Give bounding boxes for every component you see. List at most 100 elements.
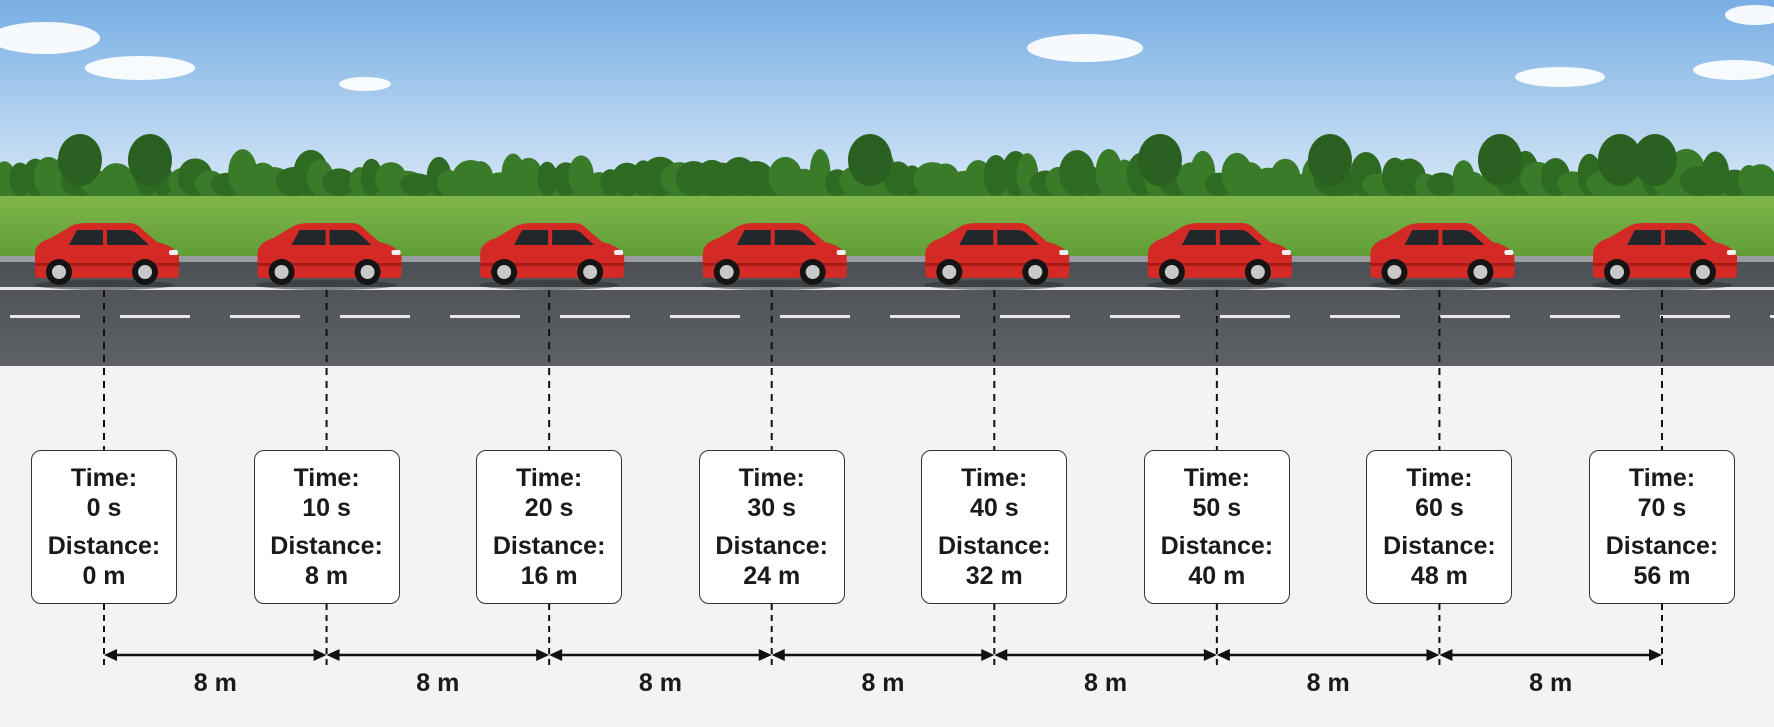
arrow-head-left-0 bbox=[104, 649, 117, 661]
car-hub-rear bbox=[497, 265, 512, 279]
car-7 bbox=[1592, 223, 1737, 290]
car-headlight bbox=[1281, 250, 1291, 255]
lane-dash bbox=[230, 315, 300, 318]
car-hub-front bbox=[1696, 265, 1710, 279]
car-windows bbox=[69, 230, 149, 245]
distance-label: Distance: bbox=[1160, 532, 1274, 560]
distance-value: 40 m bbox=[1188, 562, 1246, 590]
lane-dash bbox=[890, 315, 960, 318]
car-6 bbox=[1369, 223, 1515, 290]
lane-line bbox=[0, 287, 1774, 290]
car-hub-rear bbox=[274, 265, 289, 279]
time-value: 0 s bbox=[86, 494, 122, 522]
time-label: Time: bbox=[70, 464, 138, 492]
car-hub-rear bbox=[52, 265, 66, 279]
arrow-head-left-4 bbox=[994, 649, 1008, 661]
lane-dash bbox=[1440, 315, 1510, 318]
car-hub-front bbox=[138, 265, 152, 279]
distance-label: Distance: bbox=[1605, 532, 1719, 560]
interval-arrows bbox=[104, 649, 1662, 661]
car-hub-rear bbox=[1387, 265, 1402, 279]
distance-label: Distance: bbox=[47, 532, 161, 560]
time-label: Time: bbox=[738, 464, 805, 492]
tree bbox=[537, 161, 558, 196]
time-label: Time: bbox=[1183, 464, 1250, 492]
lane-dash bbox=[560, 315, 630, 318]
arrow-head-right-2 bbox=[758, 649, 772, 661]
arrow-head-left-3 bbox=[771, 649, 785, 661]
cloud bbox=[1515, 67, 1605, 87]
car-3 bbox=[701, 223, 847, 290]
distance-value: 16 m bbox=[520, 562, 578, 590]
cloud bbox=[85, 56, 195, 80]
interval-label-6: 8 m bbox=[1529, 669, 1573, 697]
tree bbox=[983, 154, 1009, 196]
distance-value: 32 m bbox=[965, 562, 1023, 590]
time-label: Time: bbox=[293, 464, 360, 492]
car-hub-rear bbox=[1610, 265, 1624, 279]
car-1 bbox=[256, 223, 402, 290]
interval-label-0: 8 m bbox=[193, 669, 237, 697]
time-value: 70 s bbox=[1637, 494, 1687, 522]
lane-dash bbox=[340, 315, 410, 318]
guide-lines bbox=[103, 290, 1663, 667]
car-windows bbox=[959, 230, 1040, 245]
car-headlight bbox=[614, 250, 624, 255]
interval-label-5: 8 m bbox=[1306, 669, 1350, 697]
car-pillar bbox=[1438, 230, 1443, 245]
tree bbox=[128, 134, 172, 186]
arrow-head-left-6 bbox=[1439, 649, 1453, 661]
distance-value: 48 m bbox=[1410, 562, 1468, 590]
arrow-head-left-5 bbox=[1216, 649, 1230, 661]
car-windows bbox=[736, 230, 817, 245]
car-windows bbox=[291, 230, 372, 245]
tree bbox=[848, 134, 892, 186]
lane-markings bbox=[0, 287, 1774, 318]
car-headlight bbox=[1727, 250, 1736, 255]
tree bbox=[1138, 134, 1182, 186]
arrow-head-right-0 bbox=[313, 649, 327, 661]
car-pillar bbox=[1661, 230, 1665, 245]
interval-label-1: 8 m bbox=[416, 669, 460, 697]
tree bbox=[568, 155, 594, 197]
distance-value: 56 m bbox=[1633, 562, 1691, 590]
car-hub-front bbox=[1250, 265, 1265, 279]
arrow-head-right-1 bbox=[536, 649, 550, 661]
time-value: 30 s bbox=[747, 494, 797, 522]
curb bbox=[0, 256, 1774, 262]
lane-dash bbox=[1110, 315, 1180, 318]
car-headlight bbox=[169, 250, 178, 255]
arrow-head-right-3 bbox=[981, 649, 995, 661]
lane-dash bbox=[670, 315, 740, 318]
car-hub-front bbox=[1473, 265, 1488, 279]
distance-label: Distance: bbox=[492, 532, 606, 560]
car-trim bbox=[1370, 263, 1515, 266]
car-trim bbox=[1147, 263, 1292, 266]
distance-value: 8 m bbox=[305, 562, 349, 590]
interval-label-2: 8 m bbox=[638, 669, 682, 697]
tree bbox=[1633, 134, 1677, 186]
car-headlight bbox=[1059, 250, 1069, 255]
lane-dash bbox=[1550, 315, 1620, 318]
distance-label: Distance: bbox=[938, 532, 1051, 560]
car-hub-front bbox=[1028, 265, 1043, 279]
car-pillar bbox=[1215, 230, 1220, 245]
distance-label: Distance: bbox=[715, 532, 828, 560]
arrow-head-right-6 bbox=[1649, 649, 1662, 661]
lane-dash bbox=[1220, 315, 1290, 318]
car-windows bbox=[1627, 230, 1707, 245]
tree bbox=[467, 161, 494, 196]
tree bbox=[1478, 134, 1522, 186]
tree bbox=[1598, 134, 1642, 186]
arrow-head-right-4 bbox=[1203, 649, 1217, 661]
car-0 bbox=[34, 223, 179, 290]
car-5 bbox=[1146, 223, 1292, 290]
car-trim bbox=[1593, 263, 1737, 266]
time-label: Time: bbox=[1406, 464, 1473, 492]
distance-label: Distance: bbox=[270, 532, 383, 560]
